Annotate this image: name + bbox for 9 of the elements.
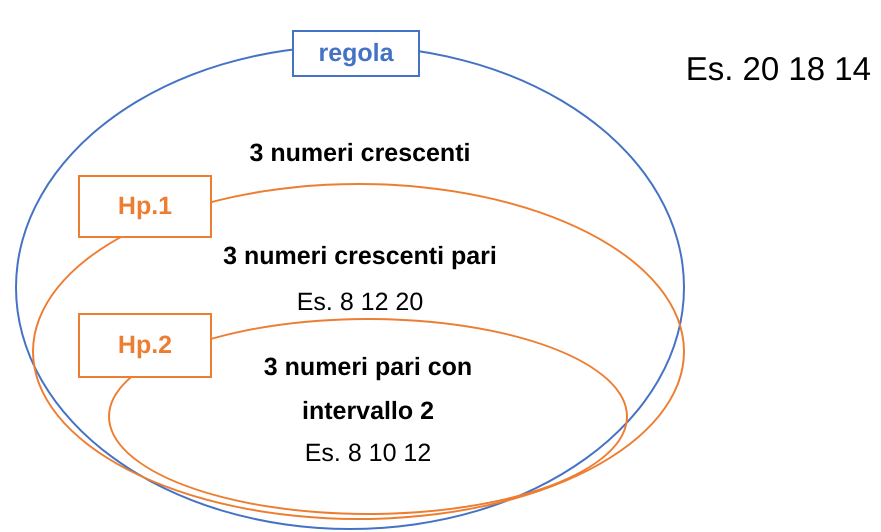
set-description: 3 numeri pari con intervallo 2 (262, 352, 474, 427)
set-description: 3 numeri crescenti (248, 138, 472, 169)
example-text: Es. 8 12 20 (296, 287, 424, 318)
example-text: Es. 8 10 12 (304, 438, 432, 469)
example-text: Es. 20 18 14 (686, 50, 871, 88)
set-label: Hp.2 (78, 313, 212, 378)
set-description: 3 numeri crescenti pari (222, 241, 498, 272)
set-label: regola (292, 30, 420, 77)
set-label: Hp.1 (78, 175, 212, 238)
